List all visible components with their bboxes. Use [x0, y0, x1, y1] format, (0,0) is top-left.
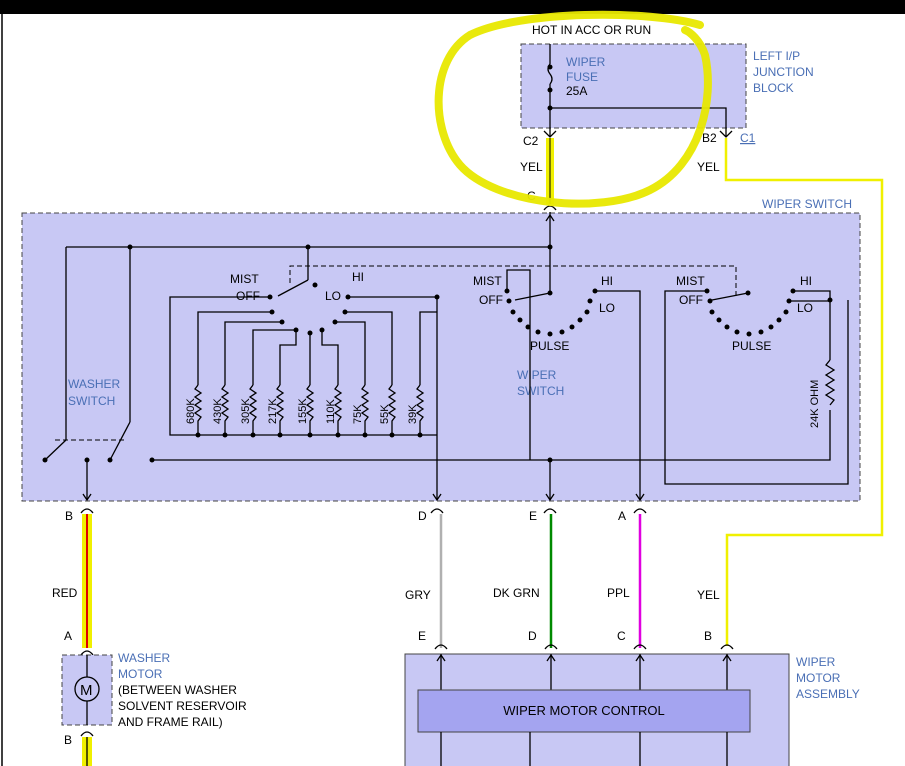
motor-symbol-label: M	[80, 682, 93, 699]
wire-yel-right: YEL	[697, 160, 720, 174]
resistor-junction-dot	[335, 432, 341, 438]
resistor-label: 55K	[379, 404, 391, 424]
svg-text:WIPER: WIPER	[796, 655, 836, 669]
wiper-switch-box	[21, 212, 861, 502]
resistor-junction-dot	[389, 432, 395, 438]
wire-ppl: PPL	[607, 586, 630, 600]
svg-text:E: E	[418, 629, 426, 643]
svg-text:(BETWEEN WASHER: (BETWEEN WASHER	[118, 683, 237, 697]
resistor-label: 155K	[297, 398, 309, 424]
resistor-55k	[387, 384, 397, 435]
switch-center-label-1: WIPER	[517, 368, 557, 382]
resistor-label: 39K	[407, 404, 419, 424]
junction-label-2: JUNCTION	[753, 65, 814, 79]
svg-text:MIST: MIST	[473, 274, 502, 288]
connector-c-symbol	[543, 205, 557, 211]
svg-text:AND FRAME RAIL): AND FRAME RAIL)	[118, 715, 223, 729]
junction-block	[520, 43, 747, 129]
middle-pulse-arc	[510, 309, 590, 337]
resistor-junction-dot	[417, 432, 423, 438]
resistor-24k	[824, 359, 836, 406]
svg-text:HI: HI	[352, 270, 364, 284]
left-dial	[197, 309, 437, 385]
wire-yel-left: YEL	[520, 160, 543, 174]
svg-text:SOLVENT RESERVOIR: SOLVENT RESERVOIR	[118, 699, 247, 713]
hot-label: HOT IN ACC OR RUN	[532, 23, 651, 37]
svg-text:D: D	[418, 509, 427, 523]
svg-text:OFF: OFF	[479, 293, 503, 307]
fuse-rating: 25A	[566, 84, 587, 98]
svg-text:ASSEMBLY: ASSEMBLY	[796, 687, 860, 701]
resistor-junction-dot	[277, 432, 283, 438]
fuse-name-2: FUSE	[566, 70, 598, 84]
wire-red: RED	[52, 586, 78, 600]
wire-yel-motor: YEL	[697, 588, 720, 602]
highlight-circle	[434, 10, 712, 208]
svg-text:B: B	[65, 509, 73, 523]
svg-text:OFF: OFF	[679, 293, 703, 307]
resistor-430k	[220, 384, 230, 435]
switch-center-label-2: SWITCH	[517, 384, 564, 398]
connector-b2-symbol	[719, 130, 733, 138]
svg-text:B: B	[704, 629, 712, 643]
resistor-label: 110K	[325, 398, 337, 424]
resistor-junction-dot	[222, 432, 228, 438]
svg-text:PULSE: PULSE	[732, 339, 771, 353]
resistor-305k	[248, 384, 258, 435]
resistor-junction-dot	[195, 432, 201, 438]
svg-text:HI: HI	[800, 274, 812, 288]
svg-text:HI: HI	[601, 274, 613, 288]
washer-switch-label-1: WASHER	[68, 377, 121, 391]
svg-text:OFF: OFF	[236, 289, 260, 303]
connector-c1-link[interactable]: C1	[740, 131, 756, 145]
resistor-label: 75K	[352, 404, 364, 424]
resistor-217k	[275, 384, 285, 435]
resistor-label: 217K	[267, 398, 279, 424]
yel-wire-motor	[724, 138, 884, 646]
resistor-label: 305K	[240, 398, 252, 424]
svg-text:LO: LO	[325, 289, 341, 303]
wiper-motor-control-box	[417, 689, 751, 733]
wiper-motor-control-label: WIPER MOTOR CONTROL	[503, 703, 665, 718]
resistor-label: 680K	[185, 398, 197, 424]
svg-text:C: C	[617, 629, 626, 643]
right-pulse-arc	[709, 309, 789, 337]
washer-switch-label-2: SWITCH	[68, 394, 115, 408]
pin-b2: B2	[702, 131, 717, 145]
resistor-label: 430K	[212, 398, 224, 424]
wire-gry: GRY	[405, 588, 431, 602]
wiper-switch-title: WIPER SWITCH	[762, 197, 852, 211]
resistor-39k	[415, 384, 425, 435]
svg-text:D: D	[528, 629, 537, 643]
resistor-junction-dot	[307, 432, 313, 438]
resistor-110k	[333, 384, 343, 435]
svg-text:MIST: MIST	[676, 274, 705, 288]
top-bar	[0, 0, 905, 14]
resistor-680k	[193, 384, 203, 435]
svg-text:E: E	[529, 509, 537, 523]
resistor-ladder: 680K 430K 305K 217K 155K 110K 75K 55K 39K	[185, 384, 425, 438]
svg-text:MOTOR: MOTOR	[118, 667, 163, 681]
resistor-24k-label: 24K OHM	[809, 380, 821, 428]
junction-label-1: LEFT I/P	[753, 49, 800, 63]
svg-text:A: A	[618, 509, 626, 523]
svg-text:LO: LO	[599, 301, 615, 315]
svg-text:WASHER: WASHER	[118, 651, 171, 665]
connector-c2-symbol	[543, 130, 557, 138]
resistor-155k	[305, 384, 315, 435]
pin-c2: C2	[523, 134, 539, 148]
resistor-junction-dot	[362, 432, 368, 438]
resistor-75k	[360, 384, 370, 435]
svg-text:B: B	[64, 733, 72, 747]
fuse-name-1: WIPER	[566, 55, 606, 69]
svg-text:MIST: MIST	[230, 272, 259, 286]
resistor-junction-dot	[250, 432, 256, 438]
junction-label-3: BLOCK	[753, 81, 794, 95]
svg-text:LO: LO	[797, 301, 813, 315]
svg-text:A: A	[64, 629, 72, 643]
wire-dk-grn: DK GRN	[493, 586, 540, 600]
svg-text:MOTOR: MOTOR	[796, 671, 841, 685]
svg-text:PULSE: PULSE	[530, 339, 569, 353]
